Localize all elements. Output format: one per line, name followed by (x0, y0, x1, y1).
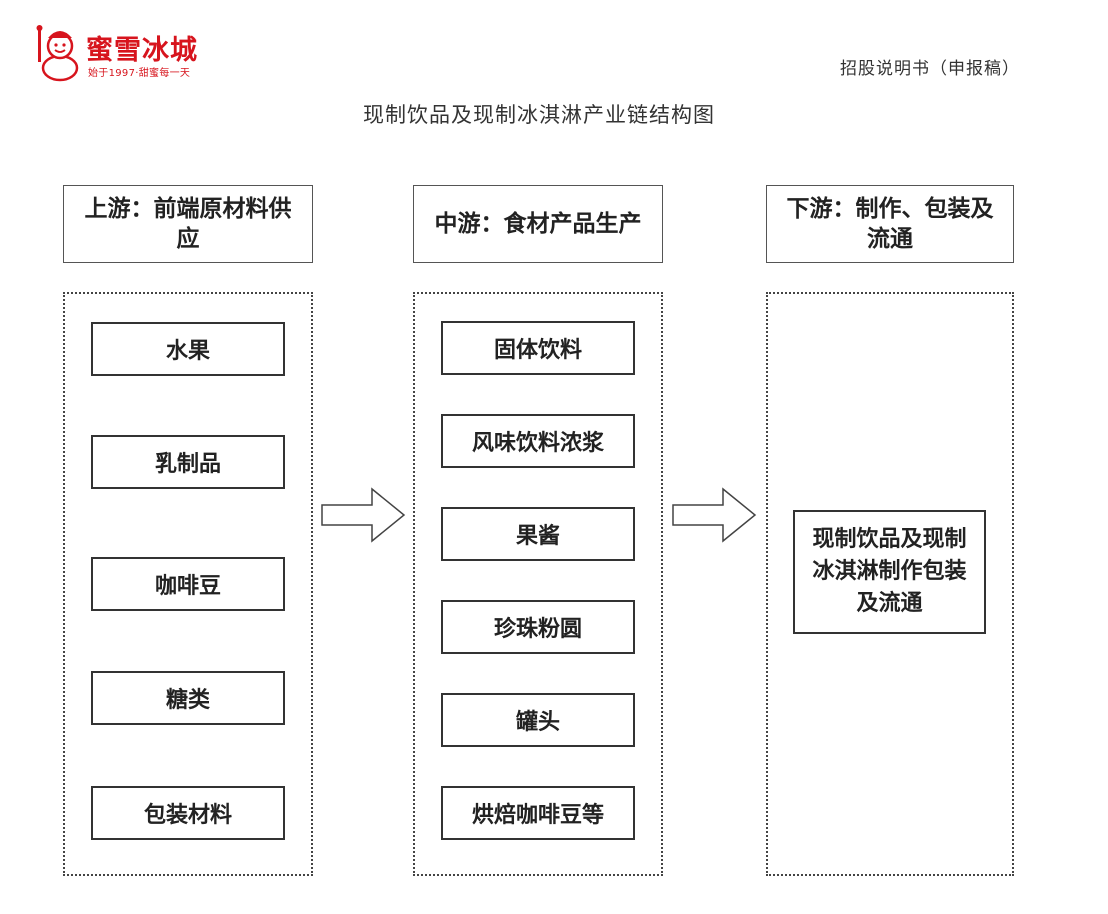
snowman-mascot-icon (36, 25, 79, 82)
upstream-item-fruit: 水果 (91, 322, 285, 376)
midstream-item-flavored-syrup: 风味饮料浓浆 (441, 414, 635, 468)
flow-arrow-icon (672, 487, 757, 543)
midstream-item-canned-goods: 罐头 (441, 693, 635, 747)
downstream-item-production-distribution: 现制饮品及现制冰淇淋制作包装及流通 (793, 510, 986, 634)
upstream-item-packaging: 包装材料 (91, 786, 285, 840)
midstream-item-solid-beverage: 固体饮料 (441, 321, 635, 375)
midstream-item-jam: 果酱 (441, 507, 635, 561)
flow-arrow-icon (321, 487, 406, 543)
upstream-item-dairy: 乳制品 (91, 435, 285, 489)
document-label: 招股说明书（申报稿） (840, 59, 1020, 79)
downstream-group (766, 292, 1014, 876)
upstream-header: 上游：前端原材料供应 (63, 185, 313, 263)
midstream-header: 中游：食材产品生产 (413, 185, 663, 263)
midstream-group (413, 292, 663, 876)
logo-tagline: 始于1997·甜蜜每一天 (88, 68, 191, 79)
downstream-header: 下游：制作、包装及流通 (766, 185, 1014, 263)
logo-name: 蜜雪冰城 (86, 35, 198, 66)
brand-logo: 蜜雪冰城 始于1997·甜蜜每一天 (36, 24, 216, 84)
upstream-group (63, 292, 313, 876)
upstream-item-coffee-beans: 咖啡豆 (91, 557, 285, 611)
diagram-title: 现制饮品及现制冰淇淋产业链结构图 (363, 103, 715, 127)
upstream-item-sugar: 糖类 (91, 671, 285, 725)
midstream-item-tapioca-pearls: 珍珠粉圆 (441, 600, 635, 654)
midstream-item-roasted-coffee: 烘焙咖啡豆等 (441, 786, 635, 840)
